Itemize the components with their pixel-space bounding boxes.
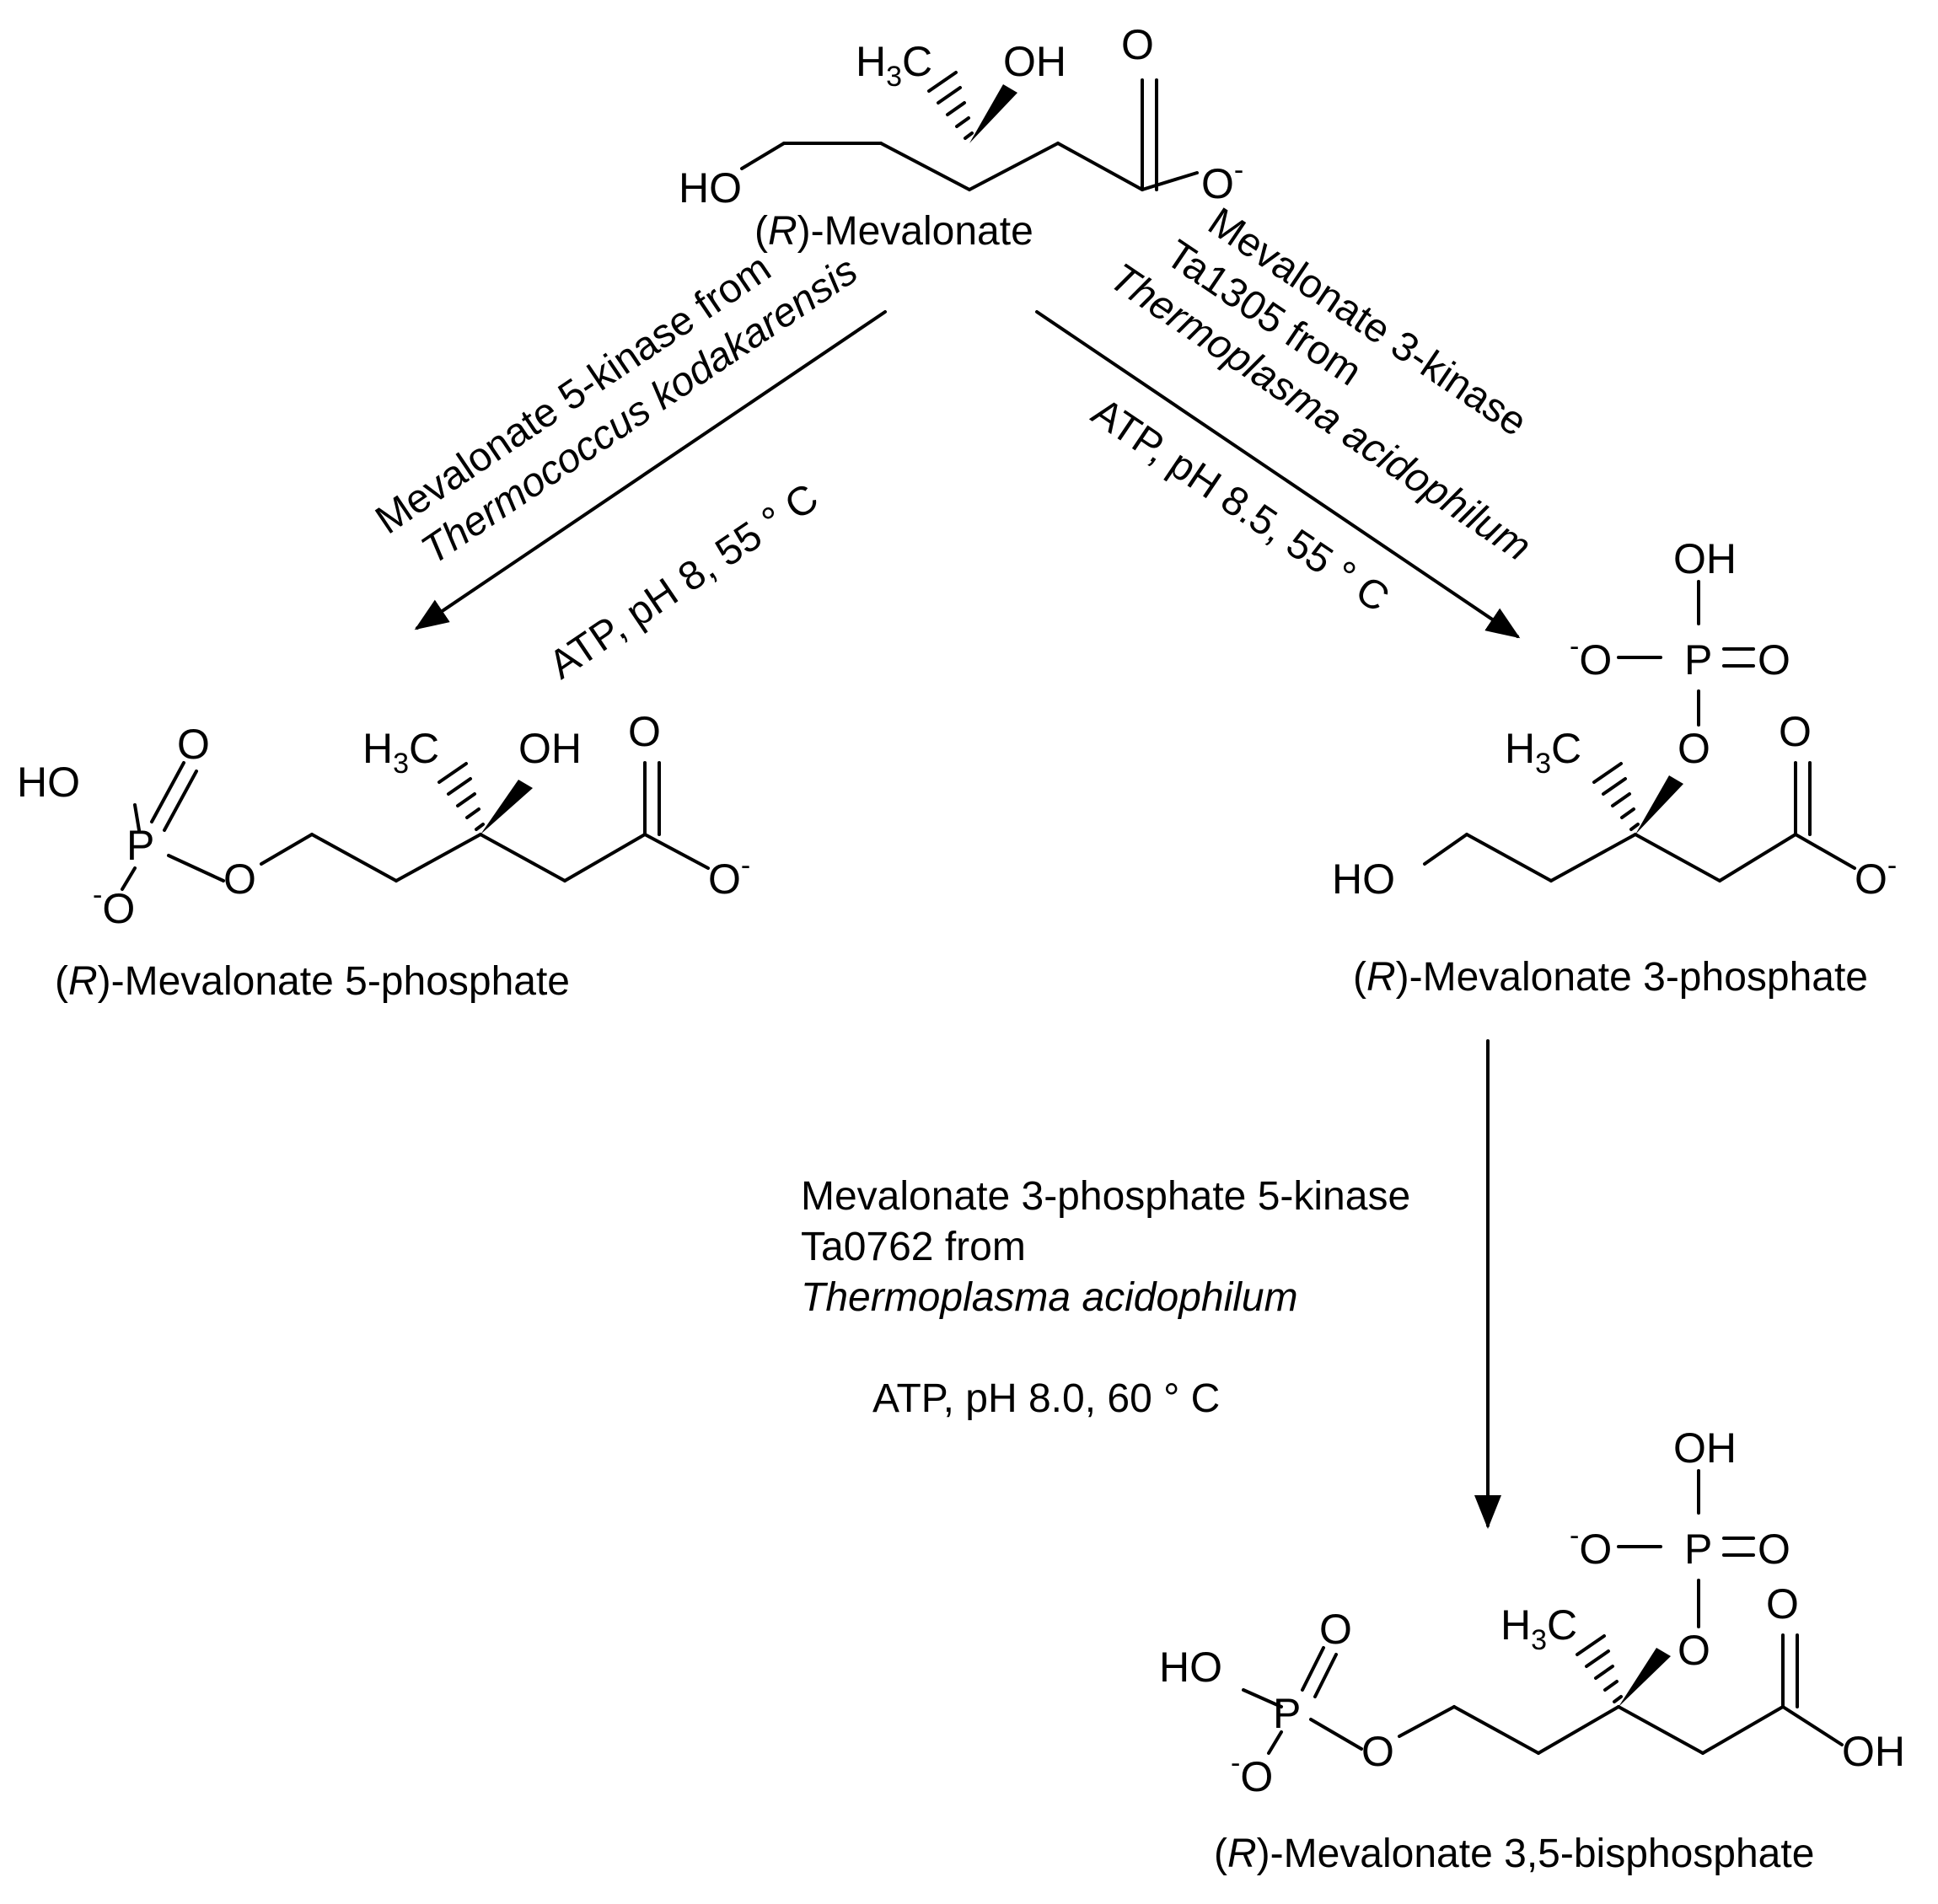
phosphorus-3: P — [1684, 1526, 1712, 1573]
svg-text:H3C: H3C — [1505, 725, 1581, 780]
p-dbl-o: O — [177, 721, 210, 768]
mev5p-name: (R)-Mevalonate 5-phosphate — [55, 959, 570, 1004]
mevalonate-structure: HO H3C OH O O- — [679, 21, 1243, 212]
ch3-c: C — [409, 725, 439, 772]
right-reaction-label: Mevalonate 3-kinase Ta1305 from Thermopl… — [1102, 199, 1538, 570]
p-ho-label: HO — [17, 759, 80, 806]
phosphorus: P — [126, 822, 154, 869]
arrow-left — [414, 310, 887, 630]
p3-o-minus: O — [1579, 1526, 1612, 1573]
svg-text:O-: O- — [1201, 154, 1243, 207]
p3-oh-label: OH — [1673, 1424, 1737, 1472]
p-oh-label: OH — [1673, 535, 1737, 582]
oh-label: OH — [518, 725, 582, 772]
svg-text:O-: O- — [708, 850, 750, 903]
mev3p-structure: OH -O P O O H3C HO O O- — [1332, 535, 1897, 903]
ch3-c: C — [902, 38, 932, 85]
p5-charge: - — [1231, 1747, 1240, 1779]
svg-text:H3C: H3C — [362, 725, 439, 780]
p3-dbl-o: O — [1758, 1526, 1790, 1573]
hash-bond — [1592, 762, 1640, 831]
ch3-sub: 3 — [1535, 748, 1551, 780]
charge: - — [1234, 154, 1243, 186]
mev35bp-name: (R)-Mevalonate 3,5-bisphosphate — [1214, 1832, 1814, 1876]
mev5p-structure: HO P O -O O H3C OH O O- — [17, 708, 750, 932]
down-organism: Thermoplasma acidophilum — [801, 1275, 1298, 1320]
svg-text:O-: O- — [1855, 850, 1897, 903]
carboxylate-o: O — [1201, 160, 1234, 207]
p-charge: - — [93, 879, 102, 911]
svg-text:-O: -O — [1570, 1520, 1612, 1573]
mevalonate-name: (R)-Mevalonate — [754, 209, 1033, 254]
charge: - — [1887, 850, 1897, 882]
carboxylate-o: O — [708, 855, 741, 903]
left-enzyme: Mevalonate 5-kinase from — [368, 245, 778, 543]
carbonyl-o: O — [1121, 21, 1154, 68]
svg-text:-O: -O — [1570, 630, 1612, 684]
ch3-sub: 3 — [1531, 1624, 1547, 1656]
svg-text:-O: -O — [93, 879, 135, 932]
wedge-bond — [480, 780, 533, 834]
wedge-bond — [969, 84, 1017, 143]
ch3-h: H — [1505, 725, 1535, 772]
hash-bond — [927, 71, 974, 140]
down-reaction-label: Mevalonate 3-phosphate 5-kinase Ta0762 f… — [801, 1174, 1410, 1421]
p5-o-minus: O — [1240, 1753, 1273, 1800]
p5-ho-label: HO — [1159, 1644, 1222, 1691]
ho-label: HO — [679, 164, 742, 212]
svg-text:H3C: H3C — [856, 38, 932, 93]
wedge-bond — [1635, 775, 1683, 834]
ester-o: O — [223, 855, 256, 903]
mev3p-name: (R)-Mevalonate 3-phosphate — [1353, 955, 1868, 1000]
ch3-sub: 3 — [393, 748, 409, 780]
arrow-right — [1035, 310, 1521, 639]
ho-label: HO — [1332, 855, 1395, 903]
svg-text:H3C: H3C — [1500, 1601, 1577, 1656]
svg-text:HO: HO — [679, 164, 742, 212]
svg-text:-O: -O — [1231, 1747, 1273, 1800]
down-gene: Ta0762 from — [801, 1225, 1026, 1269]
hash-bond — [1576, 1634, 1623, 1703]
carbonyl-o: O — [628, 708, 661, 755]
carbonyl-o: O — [1766, 1580, 1799, 1628]
ch3-h: H — [362, 725, 393, 772]
down-enzyme: Mevalonate 3-phosphate 5-kinase — [801, 1174, 1410, 1219]
p3-charge: - — [1570, 1520, 1579, 1552]
mev35bp-structure: OH -O P O O H3C HO P O -O O O OH — [1159, 1424, 1905, 1800]
p-dbl-o: O — [1758, 636, 1790, 684]
down-conditions: ATP, pH 8.0, 60 ° C — [872, 1376, 1220, 1421]
hash-bond — [438, 762, 485, 831]
left-conditions-group: ATP, pH 8, 55 ° C — [541, 475, 826, 688]
ester-o: O — [1678, 725, 1710, 772]
oh-label: OH — [1003, 38, 1066, 85]
carbonyl-o: O — [1779, 708, 1812, 755]
ch3-c: C — [1551, 725, 1581, 772]
ch3-sub: 3 — [886, 61, 902, 93]
p5-dbl-o: O — [1319, 1606, 1352, 1653]
ester-o-3: O — [1678, 1627, 1710, 1674]
p-charge: - — [1570, 630, 1579, 662]
p-o-minus: O — [102, 885, 135, 932]
phosphorus: P — [1684, 636, 1712, 684]
ch3-h: H — [856, 38, 886, 85]
wedge-bond — [1619, 1648, 1671, 1707]
ester-o-5: O — [1361, 1728, 1394, 1775]
ch3-h: H — [1500, 1601, 1531, 1649]
p-o-minus: O — [1579, 636, 1612, 684]
phosphorus-5: P — [1273, 1690, 1301, 1737]
acid-oh: OH — [1842, 1728, 1905, 1775]
carboxylate-o: O — [1855, 855, 1887, 903]
ch3-c: C — [1547, 1601, 1577, 1649]
left-conditions: ATP, pH 8, 55 ° C — [541, 475, 826, 688]
charge: - — [741, 850, 750, 882]
